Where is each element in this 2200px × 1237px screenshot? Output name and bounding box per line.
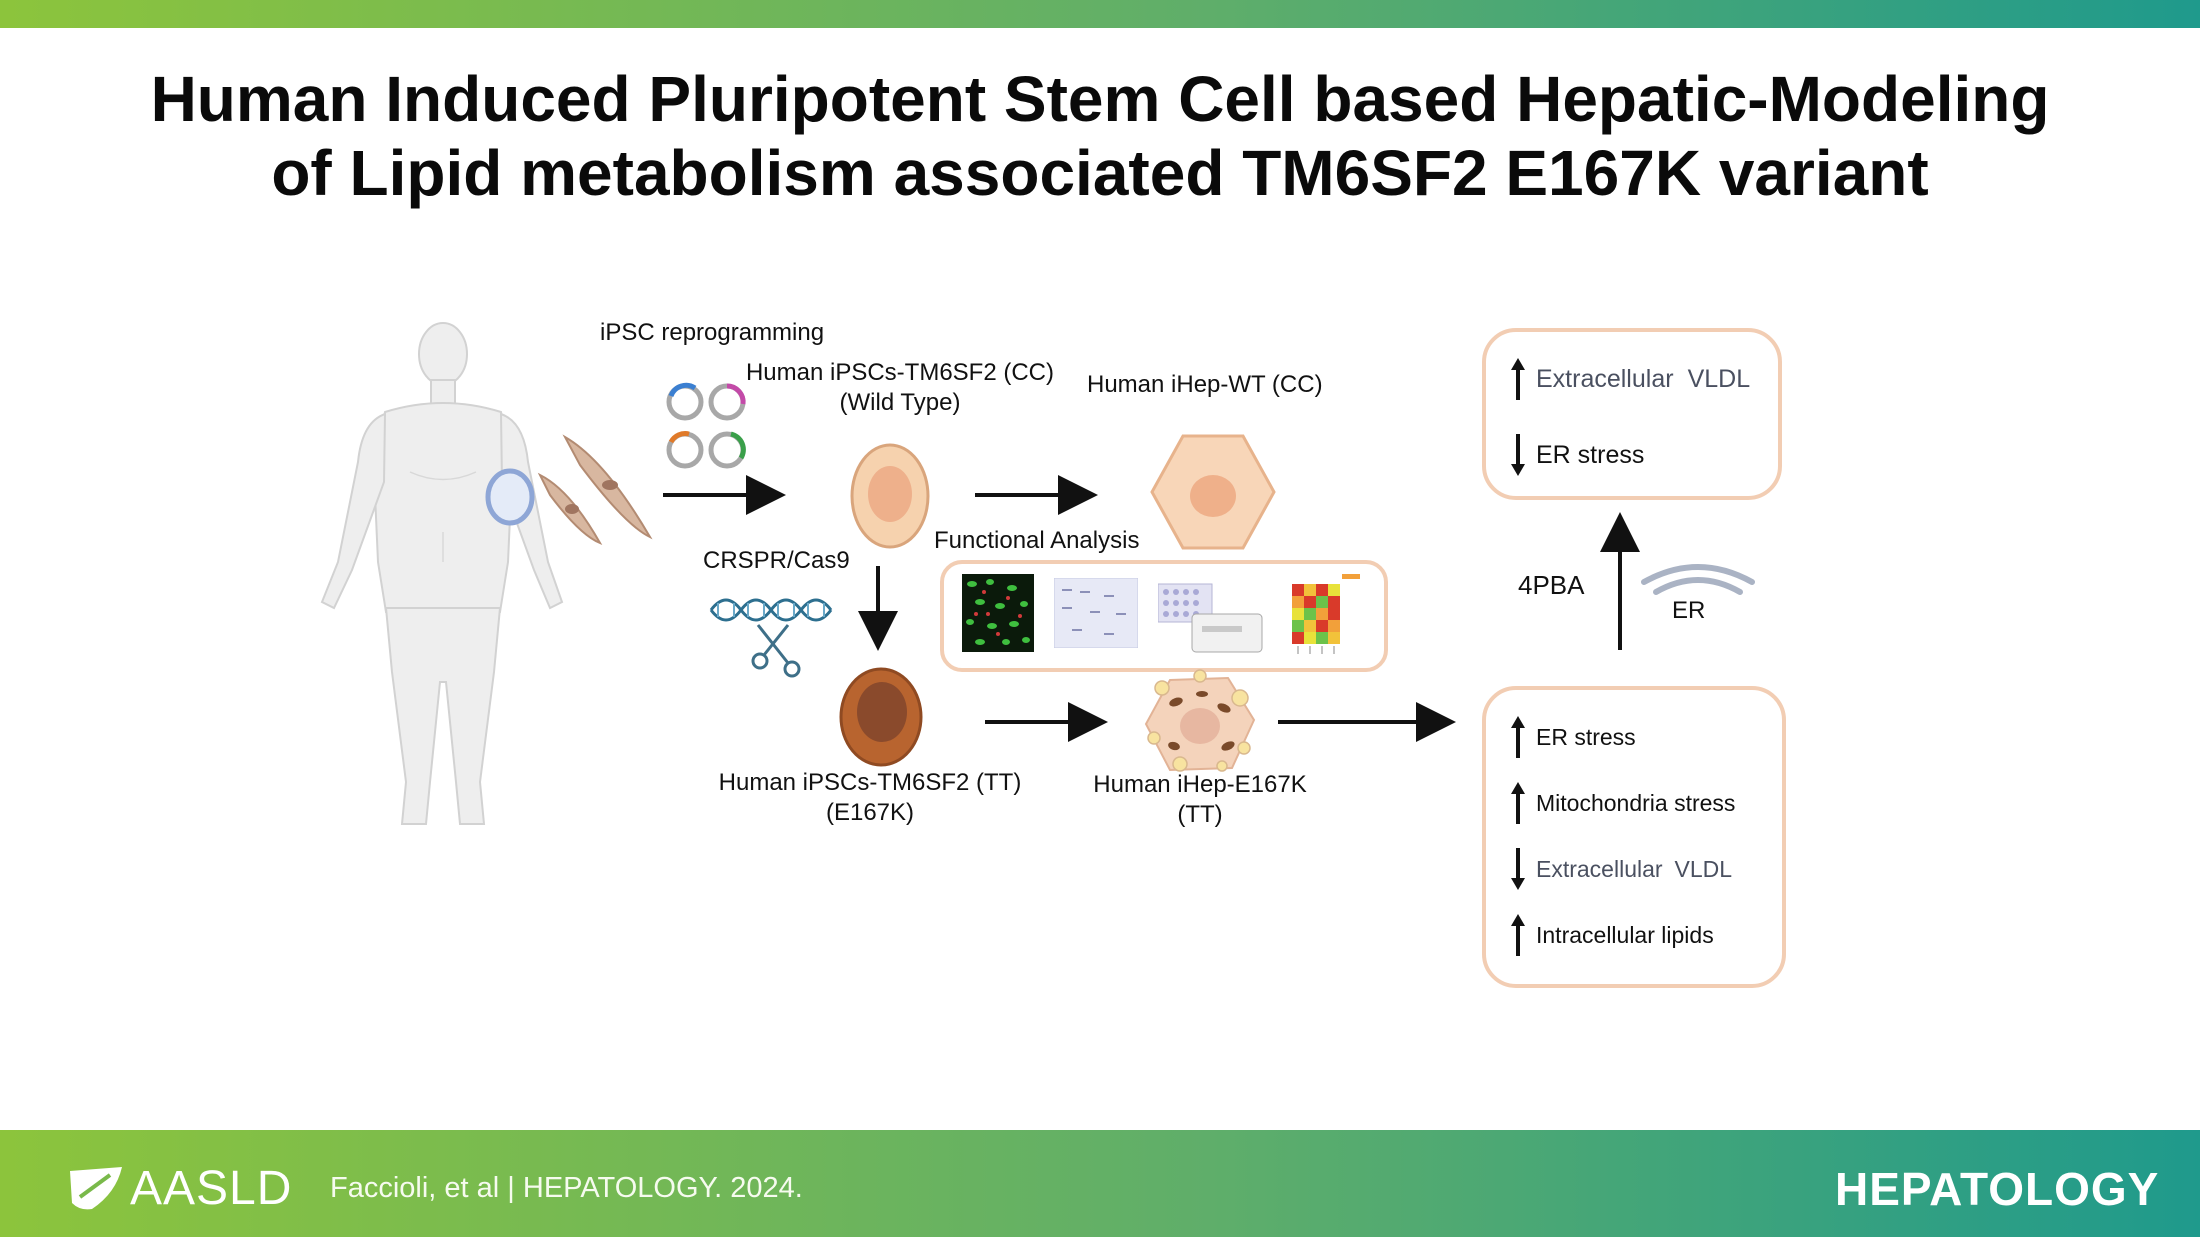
down-arrow-icon [1510,846,1526,892]
fluorescence-image-icon [962,574,1034,652]
rescue-outcome-box: Extracellular VLDL ER stress [1482,328,1782,500]
ihep-e167k-label-line1: Human iHep-E167K [1060,770,1340,800]
treatment-4pba-label: 4PBA [1518,570,1585,600]
ihep-wt-label: Human iHep-WT (CC) [1087,370,1323,400]
ipsc-tt-label: Human iPSCs-TM6SF2 (TT) (E167K) [700,768,1040,828]
rescue-row-2: ER stress [1510,432,1644,478]
ihep-e167k-cell-icon [1140,668,1260,778]
up-arrow-icon [1510,356,1526,402]
ipsc-tt-label-line2: (E167K) [700,798,1040,828]
dna-scissors-icon [706,585,846,680]
phenotype-row-4-text: Intracellular lipids [1536,922,1714,949]
e167k-phenotype-box: ER stress Mitochondria stress Extracellu… [1482,686,1786,988]
up-arrow-icon [1510,912,1526,958]
phenotype-row-3-text2: VLDL [1675,856,1733,883]
up-arrow-icon [1510,714,1526,760]
ihep-e167k-label: Human iHep-E167K (TT) [1060,770,1340,830]
aasld-liver-icon [66,1163,126,1213]
phenotype-row-4: Intracellular lipids [1510,912,1714,958]
journal-logo: HEPATOLOGY [1835,1162,2159,1216]
rescue-row-1-text: Extracellular [1536,365,1674,394]
plate-reader-icon [1158,576,1268,656]
ipsc-tt-cell-icon [836,664,926,770]
phenotype-row-2-text: Mitochondria stress [1536,790,1735,817]
rescue-row-2-text: ER stress [1536,441,1644,470]
ihep-wt-cell-icon [1148,430,1278,554]
rescue-row-1: Extracellular VLDL [1510,356,1750,402]
rescue-row-1-text2: VLDL [1688,365,1751,394]
aasld-logo-text: AASLD [130,1161,292,1216]
functional-analysis-box [940,560,1388,672]
crispr-label: CRSPR/Cas9 [703,546,850,576]
phenotype-row-1-text: ER stress [1536,724,1636,751]
phenotype-row-3-text: Extracellular [1536,856,1663,883]
functional-analysis-label: Functional Analysis [934,526,1139,556]
down-arrow-icon [1510,432,1526,478]
phenotype-row-3: Extracellular VLDL [1510,846,1732,892]
ipsc-tt-label-line1: Human iPSCs-TM6SF2 (TT) [700,768,1040,798]
ihep-e167k-label-line2: (TT) [1060,800,1340,830]
heatmap-icon [1286,570,1366,660]
aasld-logo: AASLD [66,1160,292,1216]
phenotype-row-2: Mitochondria stress [1510,780,1735,826]
citation: Faccioli, et al | HEPATOLOGY. 2024. [330,1172,803,1205]
er-label: ER [1672,596,1705,626]
western-blot-icon [1054,578,1138,648]
ipsc-wt-cell-icon [845,440,935,552]
up-arrow-icon [1510,780,1526,826]
phenotype-row-1: ER stress [1510,714,1636,760]
er-organelle-icon [1638,558,1758,598]
